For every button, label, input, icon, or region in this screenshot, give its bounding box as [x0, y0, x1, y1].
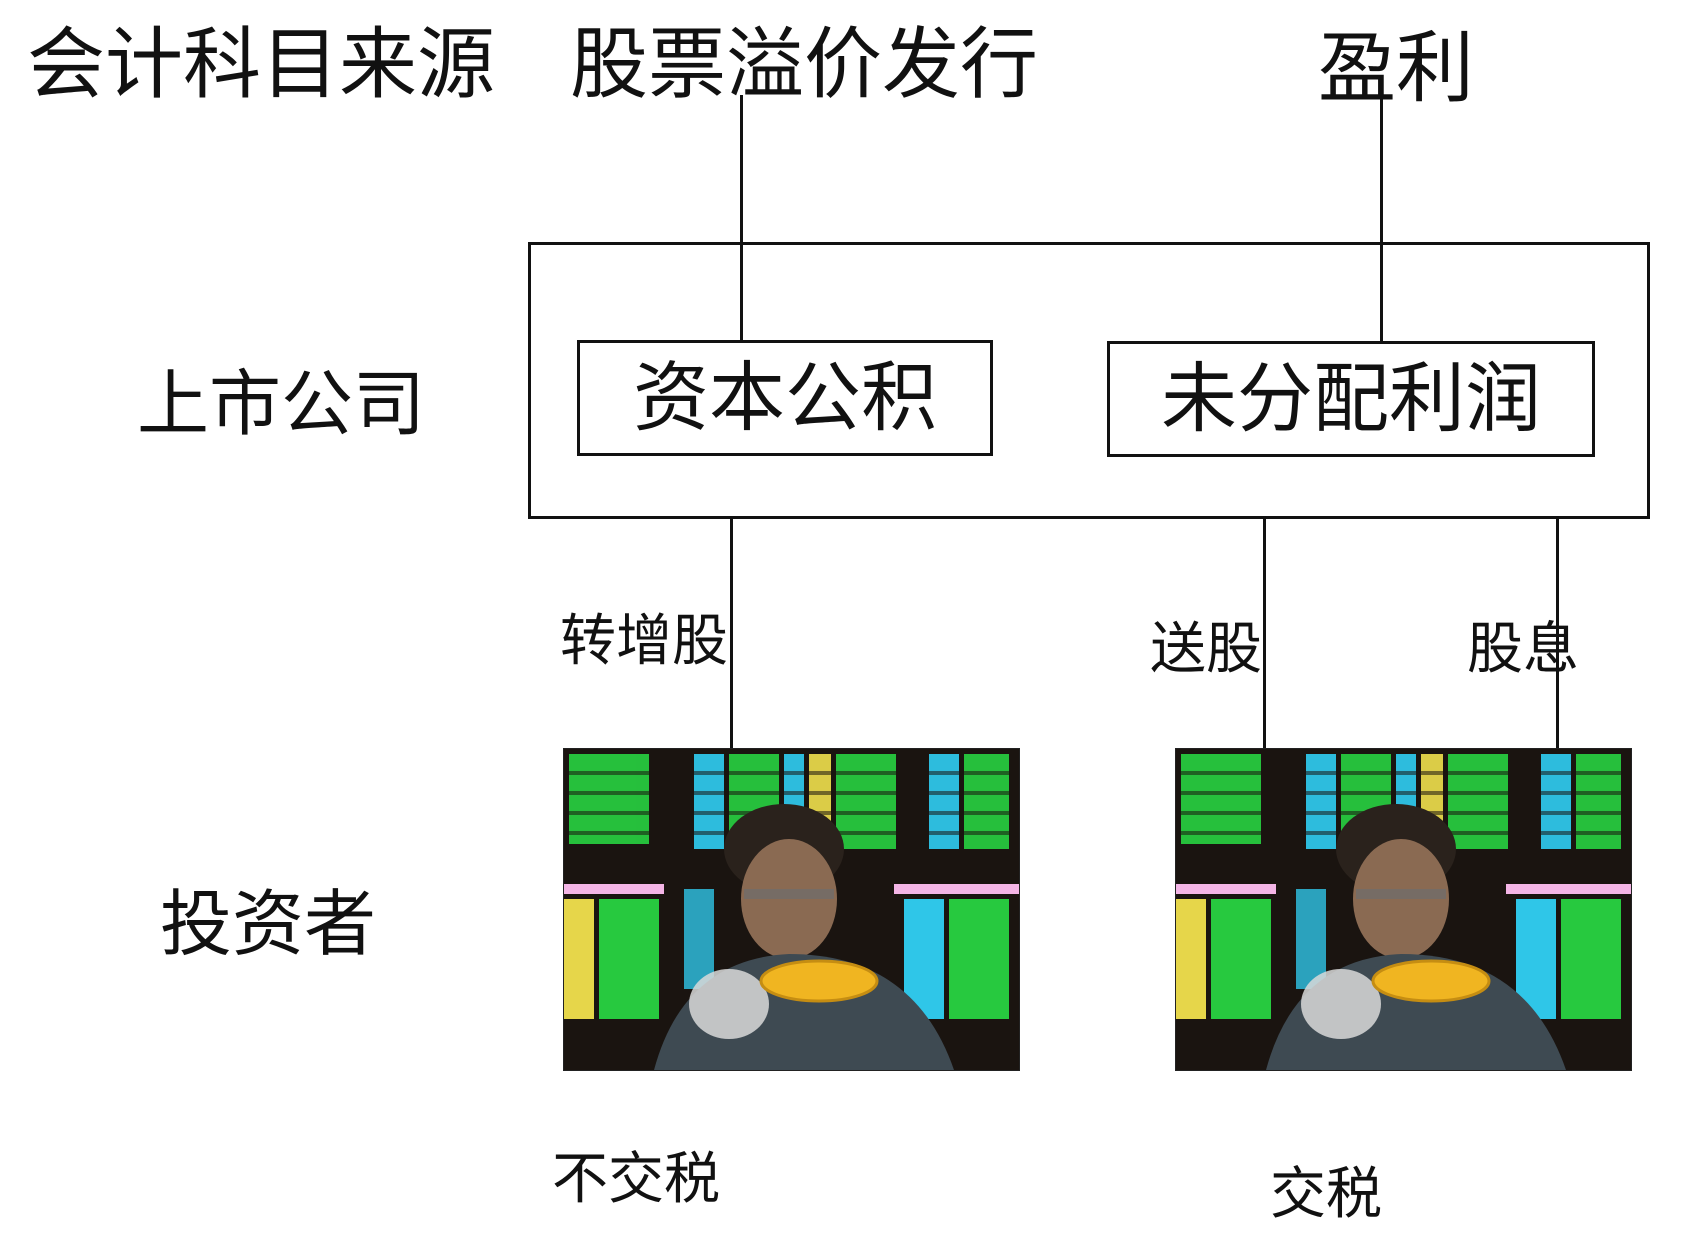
- capital-reserve-label: 资本公积: [633, 353, 937, 442]
- source-premium-label: 股票溢价发行: [570, 20, 1039, 110]
- investor-photo-left: [563, 748, 1020, 1071]
- investor-row-label: 投资者: [160, 882, 377, 966]
- connector-dividend-to-investor: [1556, 519, 1559, 749]
- retained-earnings-label: 未分配利润: [1161, 354, 1541, 443]
- company-box: [528, 242, 1650, 519]
- source-profit-label: 盈利: [1318, 24, 1475, 114]
- tax-label: 交税: [1270, 1162, 1382, 1227]
- conversion-label: 转增股: [560, 609, 728, 674]
- stock-board-investor-image: [564, 749, 1019, 1070]
- company-row-label: 上市公司: [137, 362, 426, 446]
- connector-premium-to-reserve: [740, 95, 743, 340]
- header-row-label: 会计科目来源: [27, 20, 496, 110]
- connector-reserve-to-investor: [730, 519, 733, 749]
- connector-profit-to-earnings: [1380, 95, 1383, 341]
- no-tax-label: 不交税: [552, 1147, 720, 1212]
- retained-earnings-box: 未分配利润: [1107, 341, 1595, 457]
- stock-board-investor-image: [1176, 749, 1631, 1070]
- investor-photo-right: [1175, 748, 1632, 1071]
- dividend-label: 股息: [1467, 617, 1579, 682]
- capital-reserve-box: 资本公积: [577, 340, 993, 456]
- bonus-label: 送股: [1150, 617, 1262, 682]
- connector-bonus-to-investor: [1263, 519, 1266, 749]
